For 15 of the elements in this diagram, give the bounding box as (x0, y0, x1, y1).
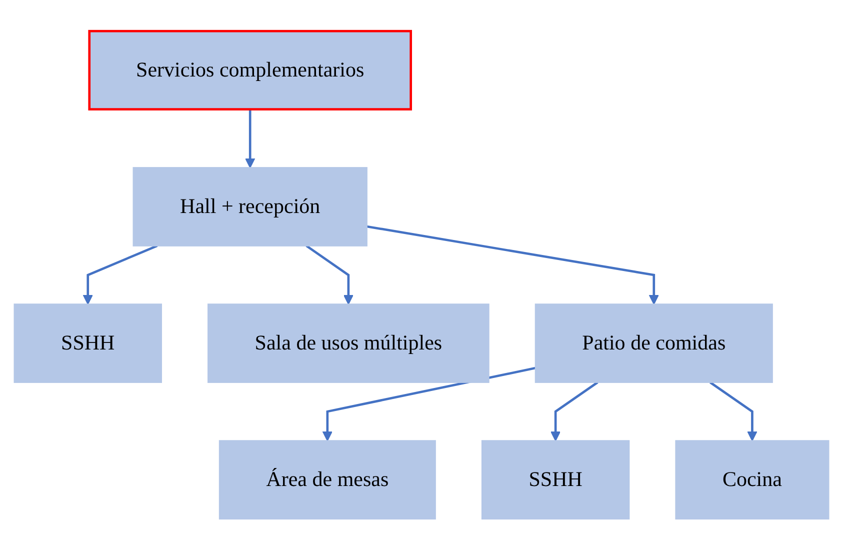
node-box: Patio de comidas (534, 304, 773, 383)
node-box: Hall + recepción (132, 167, 368, 246)
node-box: Servicios complementarios (88, 30, 412, 110)
arrow (710, 381, 758, 442)
arrow (322, 366, 536, 442)
node-box: SSHH (14, 304, 162, 383)
arrow (550, 381, 598, 442)
node-box: SSHH (481, 440, 630, 520)
node-box: Cocina (675, 440, 830, 520)
node-box: Sala de usos múltiples (208, 304, 490, 383)
node-box: Área de mesas (218, 440, 436, 520)
arrow (244, 109, 256, 168)
arrow (306, 244, 354, 305)
arrow (366, 225, 660, 305)
arrow (82, 244, 158, 305)
